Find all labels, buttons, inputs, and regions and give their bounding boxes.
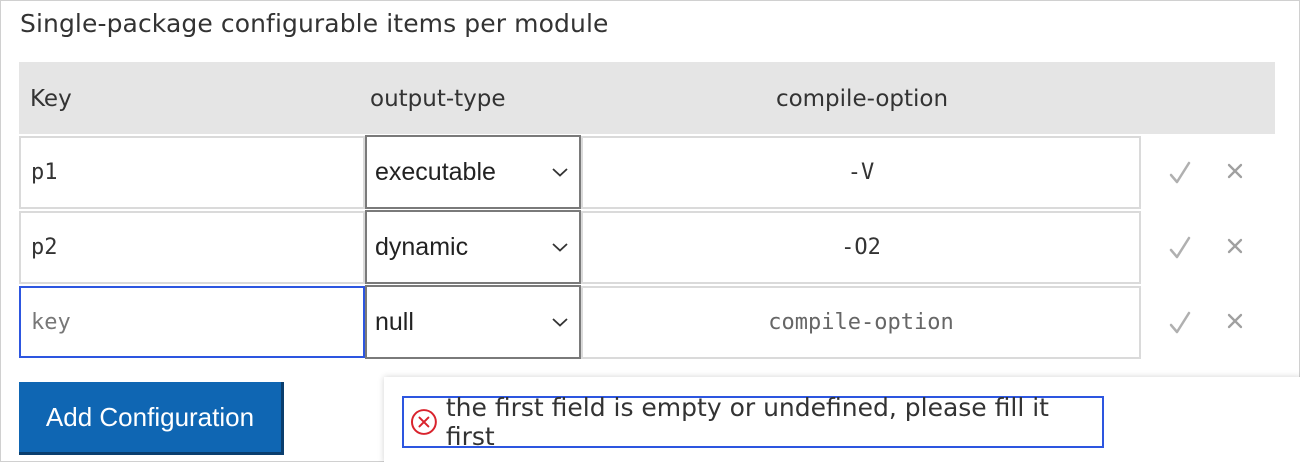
close-icon[interactable] <box>1222 158 1248 184</box>
new-output-type-value: null <box>375 307 414 336</box>
chevron-down-icon <box>552 243 568 252</box>
close-icon[interactable] <box>1222 308 1248 334</box>
check-icon[interactable] <box>1167 160 1193 186</box>
close-icon[interactable] <box>1222 233 1248 259</box>
error-circle-icon <box>410 409 437 435</box>
output-type-select[interactable]: executable <box>365 135 581 209</box>
error-message-text: the first field is empty or undefined, p… <box>445 393 1049 451</box>
output-type-value: executable <box>375 157 496 186</box>
key-input[interactable]: p1 <box>19 136 365 209</box>
error-toast: the first field is empty or undefined, p… <box>384 377 1300 462</box>
output-type-value: dynamic <box>375 232 469 261</box>
key-value: p2 <box>31 235 58 260</box>
new-output-type-select[interactable]: null <box>365 285 581 359</box>
section-title: Single-package configurable items per mo… <box>20 9 609 38</box>
check-icon[interactable] <box>1167 235 1193 261</box>
chevron-down-icon <box>552 168 568 177</box>
new-key-input[interactable]: key <box>19 286 365 358</box>
check-icon[interactable] <box>1167 310 1193 336</box>
compile-option-value: -V <box>847 160 875 185</box>
compile-option-input[interactable]: -O2 <box>581 211 1141 284</box>
add-configuration-button[interactable]: Add Configuration <box>19 382 284 455</box>
new-compile-option-input[interactable]: compile-option <box>581 286 1141 359</box>
header-compile-option: compile-option <box>775 86 949 112</box>
compile-option-value: -O2 <box>841 235 881 260</box>
header-key: Key <box>30 86 72 112</box>
header-output-type: output-type <box>370 86 506 112</box>
new-key-placeholder: key <box>31 309 71 335</box>
error-message-box: the first field is empty or undefined, p… <box>402 393 1104 451</box>
output-type-select[interactable]: dynamic <box>365 210 581 284</box>
key-input[interactable]: p2 <box>19 211 365 284</box>
chevron-down-icon <box>552 318 568 327</box>
table-header: Key output-type compile-option <box>19 62 1275 134</box>
new-compile-option-placeholder: compile-option <box>768 310 954 335</box>
key-value: p1 <box>31 160 58 185</box>
compile-option-input[interactable]: -V <box>581 136 1141 209</box>
